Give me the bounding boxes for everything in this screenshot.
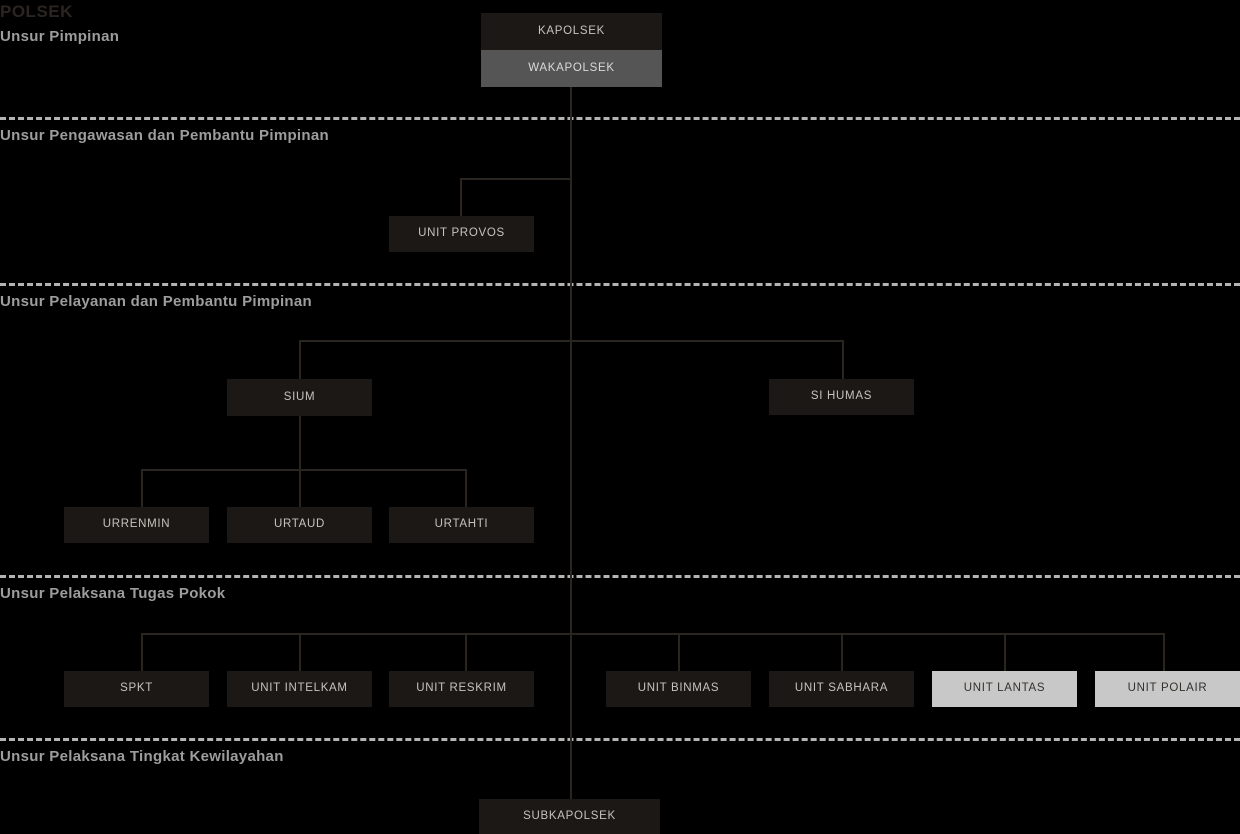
connector-provos-vertical xyxy=(460,178,462,218)
connector-pelaksana-horizontal xyxy=(141,633,1164,635)
connector-reskrim-drop xyxy=(465,633,467,671)
connector-sium-stem xyxy=(299,415,301,470)
band-label-unsur-pimpinan: Unsur Pimpinan xyxy=(0,28,120,45)
connector-ur-horizontal xyxy=(141,469,467,471)
node-spkt[interactable]: SPKT xyxy=(64,671,209,707)
main-spine-line xyxy=(570,85,572,799)
node-unit-binmas[interactable]: UNIT BINMAS xyxy=(606,671,751,707)
node-subkapolsek[interactable]: SUBKAPOLSEK xyxy=(479,799,660,834)
divider-kewilayahan xyxy=(0,738,1240,741)
node-urtahti[interactable]: URTAHTI xyxy=(389,507,534,543)
band-label-unsur-pelaksana-kewilayahan: Unsur Pelaksana Tingkat Kewilayahan xyxy=(0,748,284,765)
node-unit-intelkam[interactable]: UNIT INTELKAM xyxy=(227,671,372,707)
divider-pelayanan xyxy=(0,283,1240,286)
node-unit-sabhara[interactable]: UNIT SABHARA xyxy=(769,671,914,707)
connector-intelkam-drop xyxy=(299,633,301,671)
node-unit-provos[interactable]: UNIT PROVOS xyxy=(389,216,534,252)
connector-sihumas-drop xyxy=(842,340,844,380)
band-label-unsur-pelayanan: Unsur Pelayanan dan Pembantu Pimpinan xyxy=(0,293,313,310)
node-urtaud[interactable]: URTAUD xyxy=(227,507,372,543)
node-sium[interactable]: SIUM xyxy=(227,379,372,416)
connector-sabhara-drop xyxy=(841,633,843,671)
connector-sium-drop xyxy=(299,340,301,380)
node-si-humas[interactable]: SI HUMAS xyxy=(769,379,914,415)
node-wakapolsek[interactable]: WAKAPOLSEK xyxy=(481,50,662,87)
connector-urtaud-drop xyxy=(299,469,301,507)
connector-lantas-drop xyxy=(1004,633,1006,671)
node-urrenmin[interactable]: URRENMIN xyxy=(64,507,209,543)
connector-urrenmin-drop xyxy=(141,469,143,507)
connector-provos-horizontal xyxy=(460,178,572,180)
node-kapolsek[interactable]: KAPOLSEK xyxy=(481,13,662,50)
node-unit-polair[interactable]: UNIT POLAIR xyxy=(1095,671,1240,707)
divider-pengawasan xyxy=(0,117,1240,120)
connector-binmas-drop xyxy=(678,633,680,671)
connector-spkt-drop xyxy=(141,633,143,671)
band-label-unsur-pelaksana-tugas-pokok: Unsur Pelaksana Tugas Pokok xyxy=(0,585,226,602)
connector-polair-drop xyxy=(1163,633,1165,671)
node-unit-lantas[interactable]: UNIT LANTAS xyxy=(932,671,1077,707)
connector-siumhumas-horizontal xyxy=(299,340,844,342)
node-unit-reskrim[interactable]: UNIT RESKRIM xyxy=(389,671,534,707)
band-label-unsur-pengawasan: Unsur Pengawasan dan Pembantu Pimpinan xyxy=(0,127,329,144)
divider-pelaksana-tugas xyxy=(0,575,1240,578)
page-title: POLSEK xyxy=(0,2,73,21)
connector-urtahti-drop xyxy=(465,469,467,507)
